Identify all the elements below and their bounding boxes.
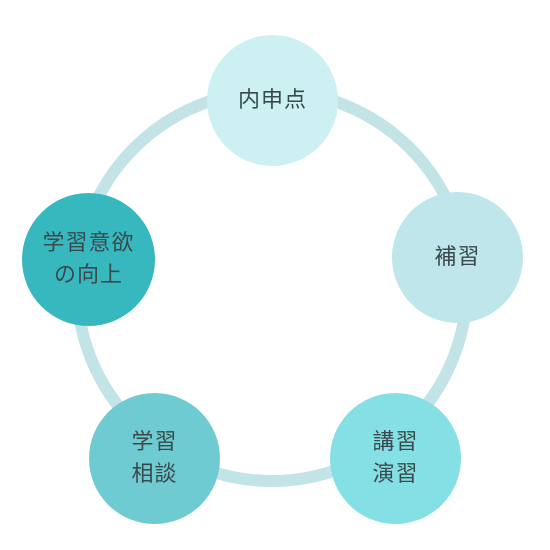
cycle-node-label: 内申点 [237, 87, 307, 113]
cycle-node-label: 学習 相談 [131, 429, 178, 487]
cycle-node-label: 補習 [434, 244, 481, 270]
cycle-node-gakushu-iyoku: 学習意欲 の向上 [22, 193, 155, 326]
cycle-node-label: 講習 演習 [372, 429, 419, 487]
cycle-node-naishinten: 内申点 [207, 35, 338, 166]
cycle-node-gakushu-sodan: 学習 相談 [89, 393, 220, 524]
cycle-node-label: 学習意欲 の向上 [42, 230, 135, 288]
cycle-node-hoshu: 補習 [392, 192, 523, 323]
cycle-node-koshu-enshu: 講習 演習 [330, 393, 461, 524]
